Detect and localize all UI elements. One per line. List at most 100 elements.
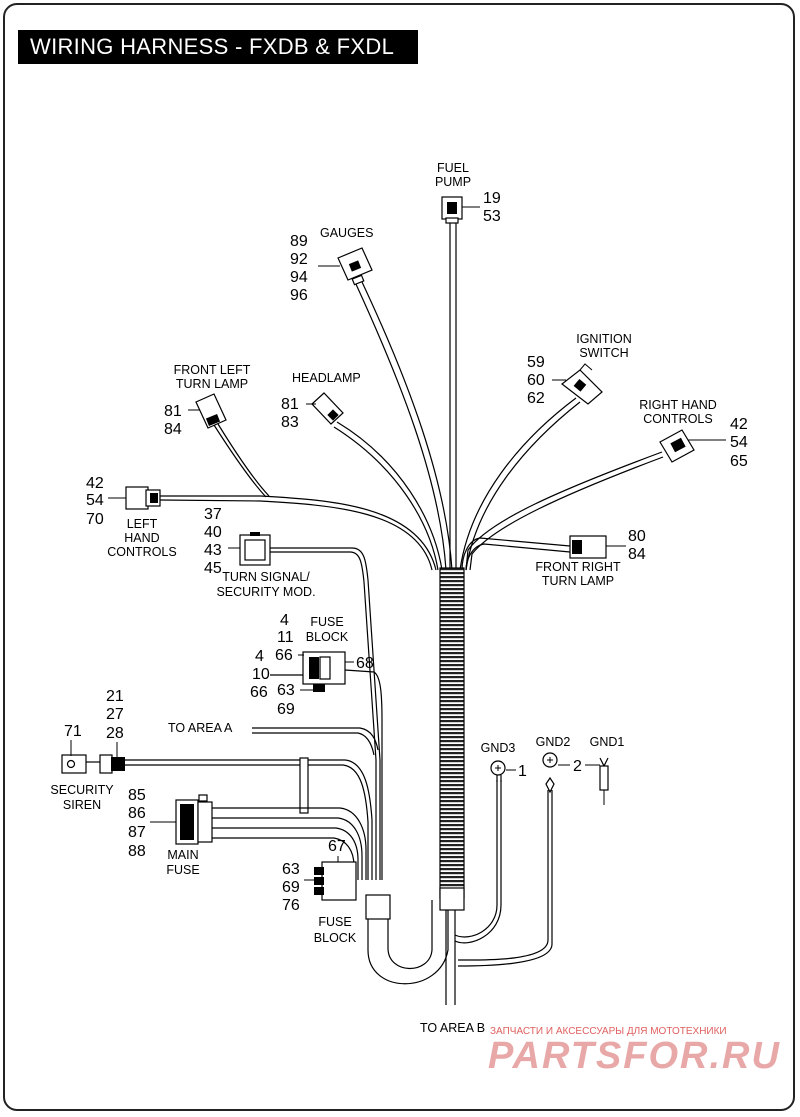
main-fuse-connector[interactable] [175, 794, 213, 845]
upper-fuse-ref-bottom: 69 [277, 701, 295, 718]
lower-fuse-block[interactable] [314, 861, 357, 901]
front-right-turn-lamp-ref: 80 [628, 528, 646, 545]
right-hand-controls-label-2: CONTROLS [643, 412, 712, 426]
security-siren-ref: 27 [106, 706, 124, 723]
left-hand-controls-label-1: LEFT [127, 517, 158, 531]
gnd1-label: GND1 [590, 735, 625, 749]
wires [125, 222, 664, 1005]
ignition-switch-label-1: IGNITION [576, 332, 632, 346]
gnd-ref-2: 2 [573, 758, 582, 775]
left-hand-controls-label-2: HAND [124, 531, 159, 545]
gnd3-label: GND3 [481, 741, 516, 755]
security-siren-ref: 21 [106, 688, 124, 705]
right-hand-controls-ref: 54 [730, 434, 748, 451]
component-labels: FUEL PUMP 19 53 GAUGES 89 92 94 96 IGNIT… [50, 161, 748, 1035]
front-right-turn-lamp-ref: 84 [628, 546, 646, 563]
gnd1-terminal[interactable] [599, 757, 609, 791]
right-hand-controls-ref: 65 [730, 453, 748, 470]
turn-signal-module-connector[interactable] [239, 532, 271, 566]
lower-fuse-label-1: FUSE [318, 915, 351, 929]
right-hand-controls-label-1: RIGHT HAND [639, 398, 717, 412]
upper-fuse-ref-left: 4 [255, 648, 264, 665]
turn-signal-ref: 37 [204, 506, 222, 523]
main-fuse-label-1: MAIN [167, 848, 198, 862]
leader-lines [70, 206, 726, 881]
upper-fuse-ref-left: 66 [250, 684, 268, 701]
lower-fuse-ref-left: 69 [282, 879, 300, 896]
main-fuse-ref: 87 [128, 824, 146, 841]
fuel-pump-label-2: PUMP [435, 175, 471, 189]
lower-fuse-ref-left: 63 [282, 861, 300, 878]
turn-signal-ref: 40 [204, 524, 222, 541]
security-siren-label-1: SECURITY [50, 783, 114, 797]
turn-signal-label-1: TURN SIGNAL/ [222, 570, 310, 584]
watermark-brand: PARTSFOR.RU [488, 1035, 781, 1077]
ignition-switch-ref: 60 [527, 372, 545, 389]
front-left-turn-lamp-label-2: TURN LAMP [176, 377, 248, 391]
front-left-turn-lamp-ref: 84 [164, 421, 182, 438]
left-hand-controls-ref: 42 [86, 475, 104, 492]
upper-fuse-ref-top: 11 [277, 629, 294, 646]
security-siren-connector[interactable] [61, 754, 125, 774]
to-area-a-label: TO AREA A [168, 721, 233, 735]
upper-fuse-ref-top: 66 [275, 647, 293, 664]
security-siren-ref: 28 [106, 725, 124, 742]
front-right-turn-lamp-connector[interactable] [569, 535, 607, 559]
lower-fuse-ref-top: 67 [328, 838, 346, 855]
gauges-ref: 89 [290, 233, 308, 250]
front-right-turn-lamp-label-2: TURN LAMP [542, 574, 614, 588]
upper-fuse-label-1: FUSE [310, 615, 343, 629]
upper-fuse-block[interactable] [302, 651, 346, 692]
front-left-turn-lamp-label-1: FRONT LEFT [174, 363, 251, 377]
ignition-switch-ref: 59 [527, 354, 545, 371]
headlamp-ref: 83 [281, 414, 299, 431]
upper-fuse-ref-top: 4 [280, 612, 289, 629]
upper-fuse-ref-bottom: 63 [277, 682, 295, 699]
left-hand-controls-ref: 54 [86, 492, 104, 509]
left-hand-controls-ref: 70 [86, 511, 104, 528]
gauges-ref: 94 [290, 269, 308, 286]
lower-fuse-ref-left: 76 [282, 897, 300, 914]
right-hand-controls-connector[interactable] [659, 429, 695, 463]
turn-signal-ref: 43 [204, 542, 222, 559]
gauges-connector[interactable] [337, 247, 373, 286]
upper-fuse-ref-right: 68 [356, 655, 374, 672]
headlamp-label: HEADLAMP [292, 371, 361, 385]
main-fuse-label-2: FUSE [166, 863, 199, 877]
watermark-tagline: ЗАПЧАСТИ И АКСЕССУАРЫ ДЛЯ МОТОТЕХНИКИ [490, 1026, 727, 1037]
upper-fuse-ref-left: 10 [252, 666, 270, 683]
main-fuse-ref: 88 [128, 843, 146, 860]
left-hand-controls-label-3: CONTROLS [107, 545, 176, 559]
ignition-switch-ref: 62 [527, 390, 545, 407]
turn-signal-ref: 45 [204, 560, 222, 577]
upper-fuse-label-2: BLOCK [306, 630, 349, 644]
front-left-turn-lamp-connector[interactable] [195, 393, 227, 429]
gauges-label: GAUGES [320, 226, 374, 240]
headlamp-ref: 81 [281, 396, 299, 413]
main-fuse-ref: 85 [128, 787, 146, 804]
diagram-title: WIRING HARNESS - FXDB & FXDL [18, 30, 418, 64]
main-fuse-ref: 86 [128, 805, 146, 822]
gauges-ref: 96 [290, 287, 308, 304]
lower-fuse-label-2: BLOCK [314, 931, 357, 945]
front-left-turn-lamp-ref: 81 [164, 403, 182, 420]
gnd2-terminal[interactable] [542, 752, 558, 794]
fuel-pump-ref: 19 [483, 190, 501, 207]
watermark: ЗАПЧАСТИ И АКСЕССУАРЫ ДЛЯ МОТОТЕХНИКИ PA… [488, 1026, 781, 1077]
left-hand-controls-connector[interactable] [125, 486, 161, 510]
fuel-pump-connector[interactable] [441, 196, 463, 224]
to-area-b-label: TO AREA B [420, 1021, 485, 1035]
gnd2-label: GND2 [536, 735, 571, 749]
ignition-switch-label-2: SWITCH [579, 346, 628, 360]
diagram-frame [3, 3, 795, 1111]
ignition-switch-connector[interactable] [561, 363, 603, 405]
headlamp-connector[interactable] [311, 392, 344, 425]
security-siren-label-2: SIREN [63, 798, 101, 812]
security-siren-ref: 71 [64, 723, 82, 740]
harness-conduit [439, 567, 465, 911]
fuel-pump-ref: 53 [483, 208, 501, 225]
gnd3-terminal[interactable] [490, 760, 506, 782]
gnd-ref-1: 1 [518, 763, 527, 780]
right-hand-controls-ref: 42 [730, 416, 748, 433]
